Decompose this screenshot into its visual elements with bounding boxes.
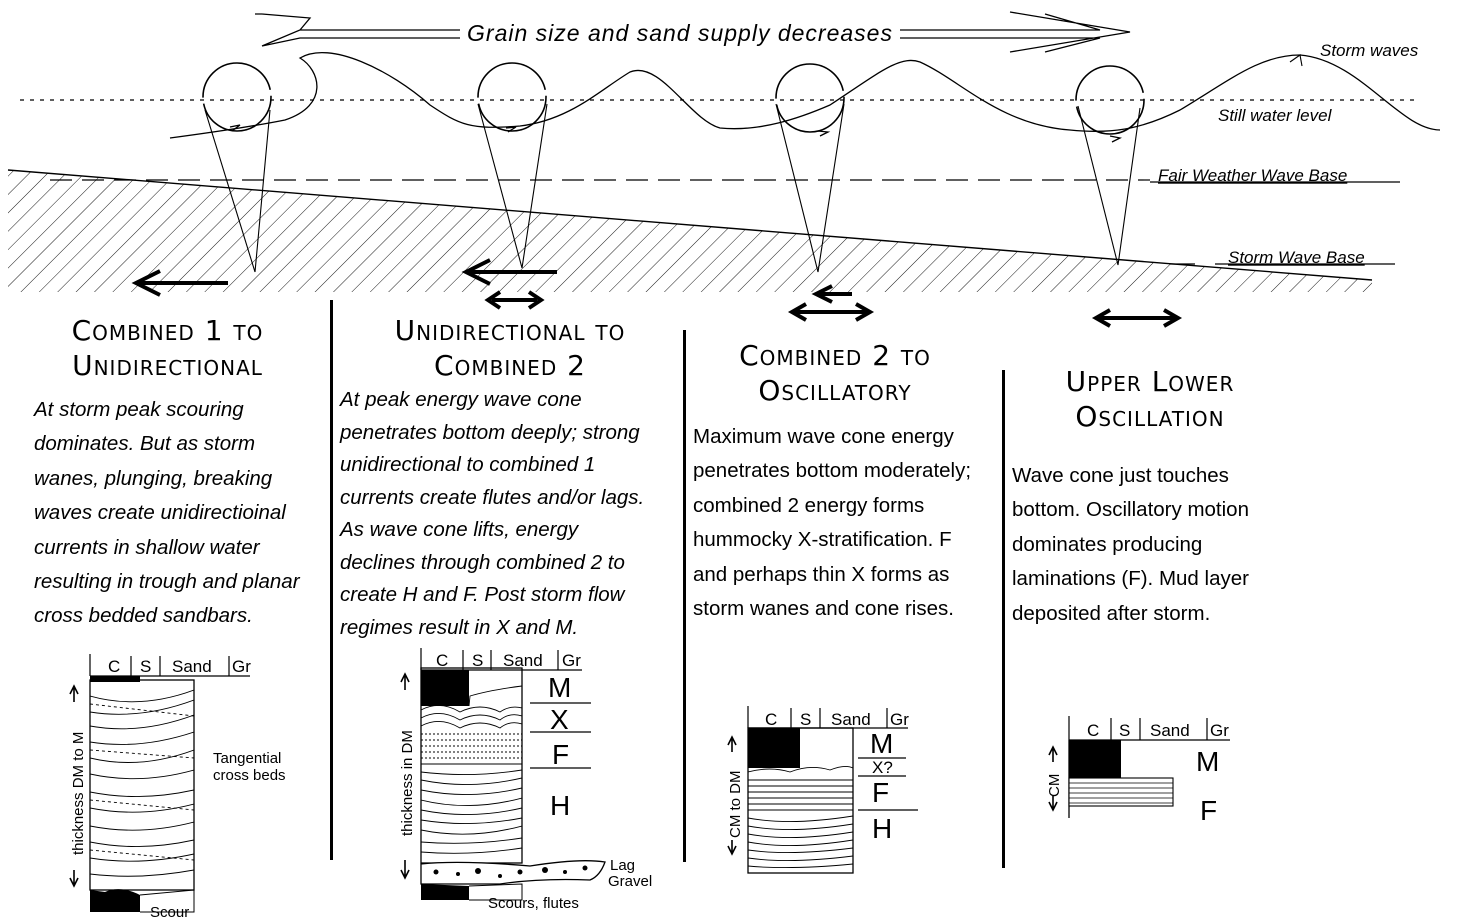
seabed-surface bbox=[7, 169, 1373, 281]
col3-thickness-label: CM to DM bbox=[727, 771, 744, 839]
zone-3-desc-line: penetrates bottom moderately; bbox=[693, 459, 972, 483]
col3-facies-h: H bbox=[872, 813, 892, 844]
zone-4-desc-line: bottom. Oscillatory motion bbox=[1012, 498, 1249, 522]
zone-1-desc-line: At storm peak scouring bbox=[34, 398, 244, 421]
zone-3-desc-line: combined 2 energy forms bbox=[693, 493, 925, 517]
zone-4-desc-line: laminations (F). Mud layer bbox=[1012, 567, 1249, 591]
storm-waves-label: Storm waves bbox=[1320, 41, 1419, 60]
column-2: C S Sand Gr thickness in DM M X F bbox=[399, 648, 652, 912]
zone-1-desc-line: wanes, plunging, breaking bbox=[34, 466, 273, 490]
zone-2-desc-line: At peak energy wave cone bbox=[340, 388, 582, 411]
col1-header-gr: Gr bbox=[232, 657, 251, 676]
zone-2-description: At peak energy wave cone penetrates bott… bbox=[340, 384, 644, 644]
col2-facies-x: X bbox=[550, 704, 569, 735]
zone-2-title: Unidirectional to Combined 2 bbox=[360, 313, 660, 383]
col3-header-s: S bbox=[800, 710, 811, 729]
zone-1-desc-line: currents in shallow water bbox=[34, 535, 260, 559]
zone-4-title-line-1: Upper Lower bbox=[1065, 365, 1235, 398]
current-arrows bbox=[131, 258, 1183, 328]
zone-2-desc-line: currents create flutes and/or lags. bbox=[340, 485, 645, 509]
col2-header-s: S bbox=[472, 651, 483, 670]
zone-3-desc-line: storm wanes and cone rises. bbox=[693, 597, 954, 621]
zone-1-desc-line: waves create unidirectioinal bbox=[34, 501, 286, 525]
zone-4-desc-line: dominates producing bbox=[1012, 532, 1203, 556]
zone-1-desc-line: cross bedded sandbars. bbox=[34, 604, 253, 628]
col2-thickness-label: thickness in DM bbox=[399, 730, 416, 836]
col1-header-c: C bbox=[108, 657, 120, 676]
zone-1-title-line-2: Unidirectional bbox=[72, 349, 263, 382]
col2-annotation-2: Gravel bbox=[608, 873, 652, 890]
column-3: C S Sand Gr CM to DM M X? F H bbox=[727, 706, 918, 874]
column-1: C S Sand Gr thickness DM to M Tangential… bbox=[69, 654, 286, 919]
col3-facies-f: F bbox=[872, 777, 889, 808]
zone-1-desc-line: dominates. But as storm bbox=[34, 432, 256, 456]
zone-4-desc-line: Wave cone just touches bbox=[1012, 464, 1229, 487]
zone-3-description: Maximum wave cone energy penetrates bott… bbox=[693, 420, 971, 626]
col4-header-gr: Gr bbox=[1210, 721, 1229, 740]
zone-3-title-line-2: Oscillatory bbox=[758, 374, 912, 407]
fair-weather-base-label: Fair Weather Wave Base bbox=[1158, 166, 1347, 185]
zone-3-desc-line: hummocky X-stratification. F bbox=[693, 528, 952, 552]
col3-facies-m: M bbox=[870, 728, 893, 759]
still-water-label: Still water level bbox=[1218, 106, 1333, 125]
wave-cones bbox=[204, 103, 1141, 273]
banner-text: Grain size and sand supply decreases bbox=[467, 20, 893, 46]
zone-3-title-line-1: Combined 2 to bbox=[739, 339, 931, 372]
grain-size-arrow bbox=[255, 11, 1131, 53]
zone-3-title: Combined 2 to Oscillatory bbox=[700, 338, 970, 408]
col2-bottom-label: Scours, flutes bbox=[488, 895, 579, 912]
col3-facies-x: X? bbox=[872, 758, 893, 777]
zone-1-title-line-1: Combined 1 to bbox=[71, 314, 264, 347]
col4-facies-f: F bbox=[1200, 795, 1217, 826]
col1-annotation-1: Tangential bbox=[213, 750, 281, 767]
col3-header-c: C bbox=[765, 710, 777, 729]
col4-header-c: C bbox=[1087, 721, 1099, 740]
col1-header-sand: Sand bbox=[172, 657, 212, 676]
separator-3 bbox=[1002, 370, 1005, 868]
col3-header-gr: Gr bbox=[890, 710, 909, 729]
zone-2-title-line-1: Unidirectional to bbox=[394, 314, 626, 347]
column-4: C S Sand Gr CM M F bbox=[1046, 716, 1230, 826]
zone-1-description: At storm peak scouring dominates. But as… bbox=[34, 393, 300, 634]
storm-wave-base-label: Storm Wave Base bbox=[1228, 248, 1365, 267]
zone-2-desc-line: declines through combined 2 to bbox=[340, 550, 625, 574]
col4-thickness-label: CM bbox=[1046, 774, 1063, 797]
zone-1-title: Combined 1 to Unidirectional bbox=[30, 313, 305, 383]
zone-1-desc-line: resulting in trough and planar bbox=[34, 570, 300, 594]
col2-header-c: C bbox=[436, 651, 448, 670]
zone-2-desc-line: unidirectional to combined 1 bbox=[340, 453, 596, 476]
zone-2-title-line-2: Combined 2 bbox=[434, 349, 586, 382]
zone-4-title-line-2: Oscillation bbox=[1075, 400, 1225, 433]
col4-facies-m: M bbox=[1196, 746, 1219, 777]
col1-thickness-label: thickness DM to M bbox=[70, 732, 87, 855]
col2-facies-h: H bbox=[550, 790, 570, 821]
col2-facies-f: F bbox=[552, 739, 569, 770]
col2-annotation-1: Lag bbox=[610, 857, 635, 874]
col1-annotation-2: cross beds bbox=[213, 767, 286, 784]
separator-2 bbox=[683, 330, 686, 862]
zone-4-title: Upper Lower Oscillation bbox=[1020, 364, 1280, 434]
col2-facies-m: M bbox=[548, 672, 571, 703]
orbital-circles bbox=[202, 62, 1145, 135]
col1-bottom-label: Scour bbox=[150, 904, 189, 919]
storm-wave-curve bbox=[169, 52, 1441, 139]
col2-header-gr: Gr bbox=[562, 651, 581, 670]
zone-3-desc-line: Maximum wave cone energy bbox=[693, 425, 954, 448]
col1-header-s: S bbox=[140, 657, 151, 676]
col4-header-s: S bbox=[1119, 721, 1130, 740]
col3-header-sand: Sand bbox=[831, 710, 871, 729]
zone-3-desc-line: and perhaps thin X forms as bbox=[693, 562, 950, 586]
separator-1 bbox=[330, 300, 333, 860]
zone-4-desc-line: deposited after storm. bbox=[1012, 601, 1211, 625]
zone-4-description: Wave cone just touches bottom. Oscillato… bbox=[1012, 459, 1249, 631]
zone-2-desc-line: create H and F. Post storm flow bbox=[340, 583, 625, 606]
col4-header-sand: Sand bbox=[1150, 721, 1190, 740]
zone-2-desc-line: regimes result in X and M. bbox=[340, 615, 579, 639]
col2-header-sand: Sand bbox=[503, 651, 543, 670]
zone-2-desc-line: As wave cone lifts, energy bbox=[340, 518, 579, 541]
zone-2-desc-line: penetrates bottom deeply; strong bbox=[340, 420, 640, 444]
